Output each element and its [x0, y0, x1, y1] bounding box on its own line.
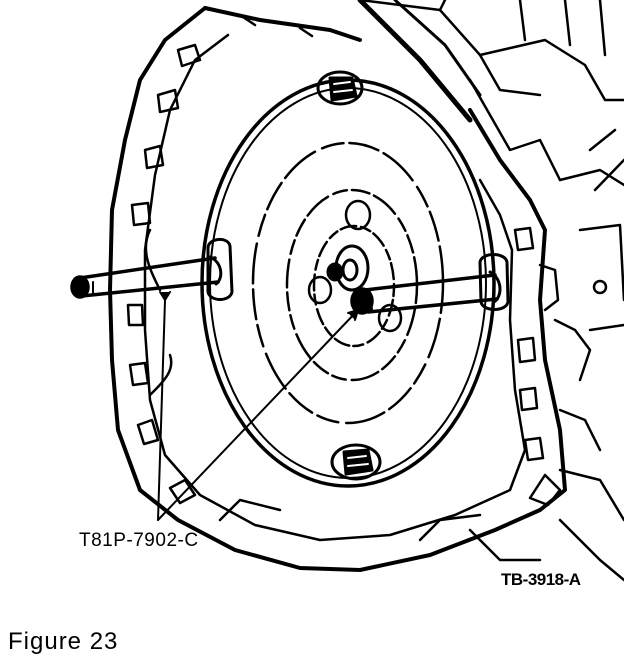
converter-stud-top [316, 70, 364, 106]
left-stud-pocket [206, 238, 234, 301]
top-strap [357, 0, 482, 123]
right-stud-pocket [478, 253, 510, 311]
tool-rod-right [350, 270, 502, 315]
right-flange-slots [513, 226, 602, 507]
reference-code: TB-3918-A [501, 570, 581, 589]
torque-converter-illustration [70, 0, 624, 582]
engine-block [358, 0, 624, 582]
callout-leaders [157, 291, 359, 521]
converter-holes [307, 199, 403, 333]
torque-converter [200, 78, 496, 488]
figure-caption: Figure 23 [8, 628, 119, 655]
transmission-housing [108, 6, 567, 572]
tool-rod-left [70, 255, 223, 299]
flange-slots [126, 13, 314, 505]
converter-stud-bottom [330, 443, 382, 481]
lower-housing [144, 228, 542, 562]
center-hub [326, 244, 370, 292]
tool-callout-label: T81P-7902-C [79, 530, 199, 551]
